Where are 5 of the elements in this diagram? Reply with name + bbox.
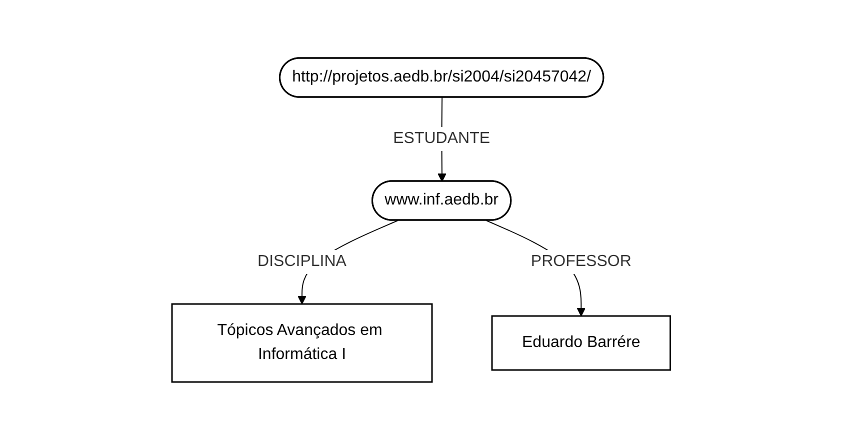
edge-label: PROFESSOR — [531, 253, 632, 270]
node-box: Tópicos Avançados em Informática I — [172, 303, 434, 383]
edge-label: ESTUDANTE — [393, 130, 490, 147]
edge-label: DISCIPLINA — [258, 253, 347, 270]
node-box: Eduardo Barrére — [492, 315, 672, 371]
